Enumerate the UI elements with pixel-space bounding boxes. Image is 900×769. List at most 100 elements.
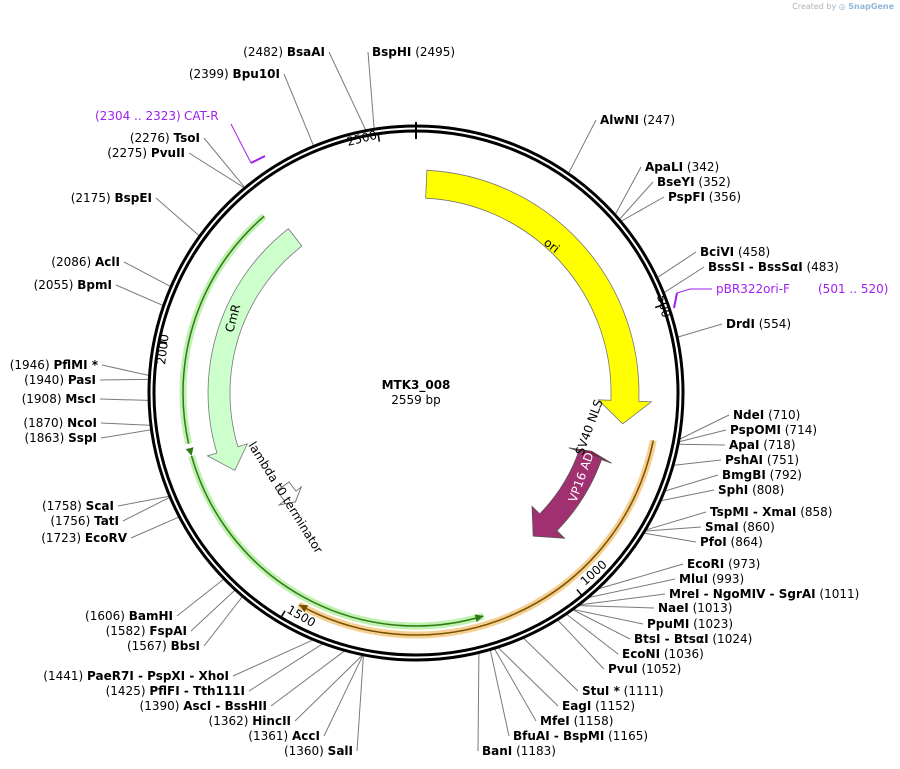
enzyme-leader-line [661, 489, 715, 502]
enzyme-position: (1023) [689, 617, 733, 631]
ring-ticks [158, 133, 663, 618]
enzyme-position: (864) [727, 535, 763, 549]
tick-500: 500 [654, 293, 673, 319]
enzyme-position: (247) [639, 113, 675, 127]
snapgene-credit: Created by ◎ SnapGene [792, 2, 894, 11]
enzyme-site-label: MluI (993) [679, 572, 744, 586]
enzyme-site-label: PpuMI (1023) [647, 617, 733, 631]
enzyme-name: Bpu10I [233, 67, 280, 81]
primer-cat-r-range: (2304 .. 2323) [95, 109, 181, 123]
enzyme-position: (973) [724, 557, 760, 571]
enzyme-name: EcoRV [85, 531, 128, 545]
enzyme-name: SphI [718, 483, 748, 497]
enzyme-position: (751) [763, 453, 799, 467]
enzyme-position: (1870) [23, 416, 67, 430]
enzyme-position: (1024) [709, 632, 753, 646]
orange-region-arrowhead [299, 604, 309, 613]
enzyme-site-label: (1758) ScaI [42, 499, 114, 513]
enzyme-name: DrdI [726, 317, 755, 331]
enzyme-name: MfeI [540, 714, 570, 728]
enzyme-name: BsaAI [287, 45, 325, 59]
vp16-ad-feature [531, 450, 603, 539]
enzyme-name: SspI [68, 431, 97, 445]
enzyme-name: BseYI [657, 175, 695, 189]
primer-cat-r-name: CAT-R [184, 109, 219, 123]
snapgene-logo-icon: ◎ [838, 2, 846, 11]
enzyme-site-label: StuI * (1111) [582, 684, 664, 698]
enzyme-name: BssSI - BssSαI [708, 260, 803, 274]
enzyme-name: ApaI [729, 438, 759, 452]
enzyme-site-label: ApaI (718) [729, 438, 796, 452]
enzyme-name: AclI [95, 255, 120, 269]
enzyme-leader-line [679, 443, 726, 446]
enzyme-site-label: TspMI - XmaI (858) [710, 505, 832, 519]
enzyme-name: ScaI [86, 499, 114, 513]
enzyme-site-label: PvuI (1052) [608, 662, 681, 676]
enzyme-leader-line [294, 655, 363, 722]
enzyme-leader-line [155, 197, 200, 236]
enzyme-site-label: DrdI (554) [726, 317, 791, 331]
enzyme-name: BanI [482, 744, 512, 758]
enzyme-site-label: (1390) AscI - BssHII [140, 699, 267, 713]
enzyme-position: (1183) [512, 744, 556, 758]
enzyme-position: (1013) [689, 601, 733, 615]
enzyme-leader-line [646, 511, 707, 531]
enzyme-position: (352) [695, 175, 731, 189]
enzyme-site-label: (2482) BsaAI [243, 45, 325, 59]
orange-region-line [298, 440, 655, 636]
enzyme-site-label: AlwNI (247) [600, 113, 675, 127]
enzyme-site-label: NdeI (710) [733, 408, 800, 422]
enzyme-position: (860) [739, 520, 775, 534]
enzyme-site-label: (1723) EcoRV [41, 531, 128, 545]
enzyme-name: PasI [68, 373, 96, 387]
primer-pbr322-leader [676, 288, 712, 294]
enzyme-leader-line [130, 516, 179, 539]
enzyme-name: TspMI - XmaI [710, 505, 796, 519]
enzyme-position: (1360) [284, 744, 328, 758]
enzyme-position: (1152) [591, 699, 635, 713]
enzyme-position: (714) [781, 423, 817, 437]
tick-2000: 2000 [154, 333, 172, 365]
plasmid-name: MTK3_008 [382, 378, 451, 393]
enzyme-name: BfuAI - BspMI [513, 729, 604, 743]
enzyme-leader-line [523, 638, 579, 692]
enzyme-position: (1756) [50, 514, 94, 528]
green-region-line [182, 215, 484, 627]
enzyme-name: ApaLI [645, 160, 683, 174]
lambda-terminator-feature [276, 481, 303, 506]
primer-cat-r-leader [230, 123, 252, 164]
enzyme-leader-line [270, 650, 345, 707]
enzyme-name: BtsI - BtsαI [634, 632, 709, 646]
enzyme-position: (1011) [816, 587, 860, 601]
enzyme-leader-line [122, 497, 170, 522]
enzyme-name: PvuI [608, 662, 638, 676]
enzyme-name: PflFI - Tth111I [149, 684, 245, 698]
enzyme-position: (710) [764, 408, 800, 422]
enzyme-leader-line [566, 614, 619, 655]
enzyme-site-label: (1361) AccI [248, 729, 320, 743]
enzyme-name: PfoI [700, 535, 727, 549]
enzyme-leader-line [589, 578, 676, 598]
enzyme-leader-line [645, 526, 702, 532]
enzyme-position: (718) [759, 438, 795, 452]
plasmid-length: 2559 bp [391, 393, 441, 407]
enzyme-name: BamHI [129, 609, 173, 623]
enzyme-leader-line [674, 459, 722, 466]
enzyme-position: (1111) [620, 684, 664, 698]
enzyme-position: (1567) [127, 639, 171, 653]
enzyme-leader-line [99, 398, 149, 401]
enzyme-position: (458) [734, 245, 770, 259]
enzyme-name: BciVI [700, 245, 734, 259]
enzyme-site-label: EcoNI (1036) [622, 647, 704, 661]
enzyme-position: (483) [803, 260, 839, 274]
enzyme-leader-line [621, 196, 665, 222]
enzyme-leader-line [568, 119, 597, 174]
enzyme-name: NaeI [658, 601, 689, 615]
feature-arrows [179, 169, 657, 639]
enzyme-site-label: (1863) SspI [24, 431, 97, 445]
enzyme-position: (356) [705, 190, 741, 204]
enzyme-name: BspEI [114, 191, 152, 205]
enzyme-leader-line [232, 639, 313, 677]
enzyme-site-label: BtsI - BtsαI (1024) [634, 632, 752, 646]
enzyme-position: (1390) [140, 699, 184, 713]
